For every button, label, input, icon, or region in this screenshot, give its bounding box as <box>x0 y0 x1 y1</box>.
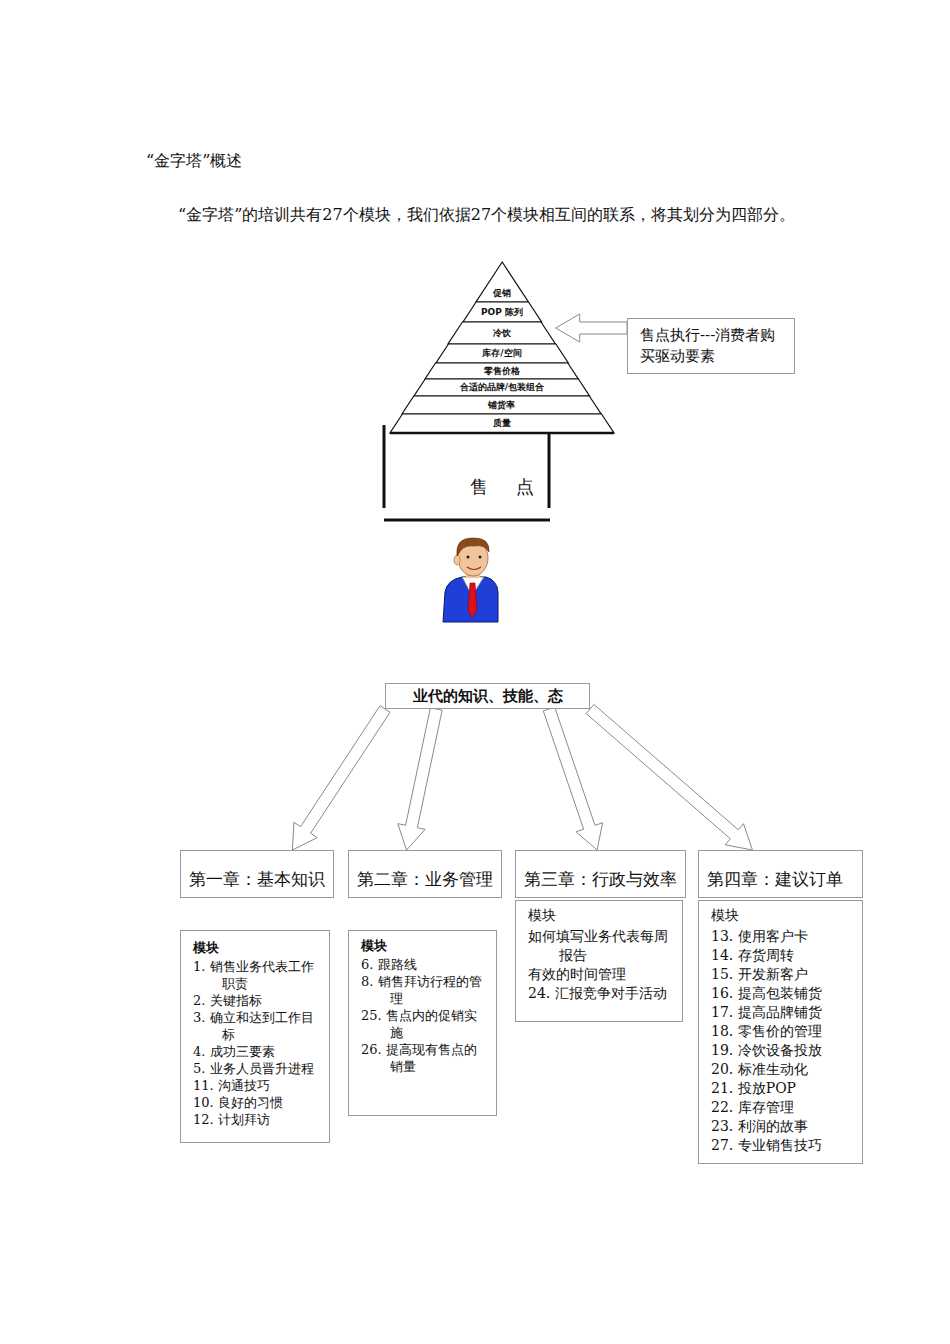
hollow-arrow <box>586 704 752 850</box>
module-item: 5. 业务人员晋升进程 <box>193 1060 319 1077</box>
module-item: 24. 汇报竞争对手活动 <box>528 984 672 1003</box>
pyramid-band: 冷饮 <box>448 322 555 344</box>
pyramid-band: POP 陈列 <box>463 302 542 322</box>
band-label: POP 陈列 <box>481 308 523 317</box>
module-item: 4. 成功三要素 <box>193 1043 319 1060</box>
pyramid-band: 合适的品牌/包装组合 <box>414 379 590 396</box>
module-item: 12. 计划拜访 <box>193 1111 319 1128</box>
hollow-arrow <box>543 707 602 850</box>
hollow-arrow <box>292 706 390 850</box>
box-text: 售点执行---消费者购买驱动要素 <box>640 325 782 367</box>
module-item: 22. 库存管理 <box>711 1098 852 1117</box>
pyramid-band: 铺货率 <box>402 396 601 414</box>
module-item: 13. 使用客户卡 <box>711 927 852 946</box>
hollow-arrow <box>556 314 627 342</box>
pyramid-band: 促销 <box>476 262 528 302</box>
band-label: 质量 <box>493 419 511 428</box>
module-item: 2. 关键指标 <box>193 992 319 1009</box>
page-title: “金字塔”概述 <box>146 151 242 172</box>
module-item: 有效的时间管理 <box>528 965 672 984</box>
module-item: 14. 存货周转 <box>711 946 852 965</box>
box-text: 业代的知识、技能、态 <box>394 687 581 705</box>
module-item: 23. 利润的故事 <box>711 1117 852 1136</box>
pyramid-band: 库存/空间 <box>436 344 568 363</box>
band-label: 库存/空间 <box>482 349 521 358</box>
hollow-arrow <box>398 708 442 850</box>
callout-box: 售点执行---消费者购买驱动要素 <box>627 318 795 374</box>
chapter-header: 第四章：建议订单 <box>698 850 863 898</box>
band-label: 冷饮 <box>493 329 511 338</box>
salesperson-figure <box>443 538 498 622</box>
module-list: 模块 13. 使用客户卡14. 存货周转15. 开发新客户16. 提高包装铺货17… <box>698 900 863 1164</box>
outlet-label: 售点 <box>470 475 562 499</box>
module-item: 16. 提高包装铺货 <box>711 984 852 1003</box>
module-item: 17. 提高品牌铺货 <box>711 1003 852 1022</box>
band-label: 铺货率 <box>488 401 515 410</box>
module-item: 11. 沟通技巧 <box>193 1077 319 1094</box>
intro-paragraph: “金字塔”的培训共有27个模块，我们依据27个模块相互间的联系，将其划分为四部分… <box>146 201 812 228</box>
source-box: 业代的知识、技能、态 <box>385 683 590 709</box>
module-item: 27. 专业销售技巧 <box>711 1136 852 1155</box>
chapter-title: 第一章：基本知识 <box>189 867 325 891</box>
band-label: 零售价格 <box>484 367 520 376</box>
module-heading: 模块 <box>361 937 486 954</box>
module-heading: 模块 <box>528 906 672 925</box>
pyramid-band: 零售价格 <box>425 363 578 379</box>
module-item: 26. 提高现有售点的销量 <box>361 1041 486 1075</box>
module-item: 15. 开发新客户 <box>711 965 852 984</box>
module-item: 19. 冷饮设备投放 <box>711 1041 852 1060</box>
outlet-bracket <box>384 425 550 520</box>
module-list: 模块 1. 销售业务代表工作职责2. 关键指标3. 确立和达到工作目标4. 成功三… <box>180 930 330 1143</box>
pyramid-band: 质量 <box>390 414 614 433</box>
module-item: 25. 售点内的促销实施 <box>361 1007 486 1041</box>
chapter-header: 第一章：基本知识 <box>180 850 334 898</box>
chapter-title: 第四章：建议订单 <box>707 867 854 891</box>
module-item: 20. 标准生动化 <box>711 1060 852 1079</box>
module-item: 1. 销售业务代表工作职责 <box>193 958 319 992</box>
module-item: 18. 零售价的管理 <box>711 1022 852 1041</box>
module-item: 3. 确立和达到工作目标 <box>193 1009 319 1043</box>
module-heading: 模块 <box>193 939 319 956</box>
module-item: 21. 投放POP <box>711 1079 852 1098</box>
chapter-title: 第二章：业务管理 <box>357 867 493 891</box>
chapter-header: 第二章：业务管理 <box>348 850 502 898</box>
module-item: 10. 良好的习惯 <box>193 1094 319 1111</box>
band-label: 促销 <box>493 289 511 298</box>
module-item: 如何填写业务代表每周报告 <box>528 927 672 965</box>
module-item: 6. 跟路线 <box>361 956 486 973</box>
module-item: 8. 销售拜访行程的管理 <box>361 973 486 1007</box>
chapter-title: 第三章：行政与效率 <box>524 867 677 891</box>
chapter-header: 第三章：行政与效率 <box>515 850 686 898</box>
module-list: 模块如何填写业务代表每周报告有效的时间管理24. 汇报竞争对手活动 <box>515 900 683 1022</box>
band-label: 合适的品牌/包装组合 <box>460 383 544 392</box>
module-heading: 模块 <box>711 906 852 925</box>
module-list: 模块 6. 跟路线8. 销售拜访行程的管理25. 售点内的促销实施26. 提高现有… <box>348 930 497 1116</box>
